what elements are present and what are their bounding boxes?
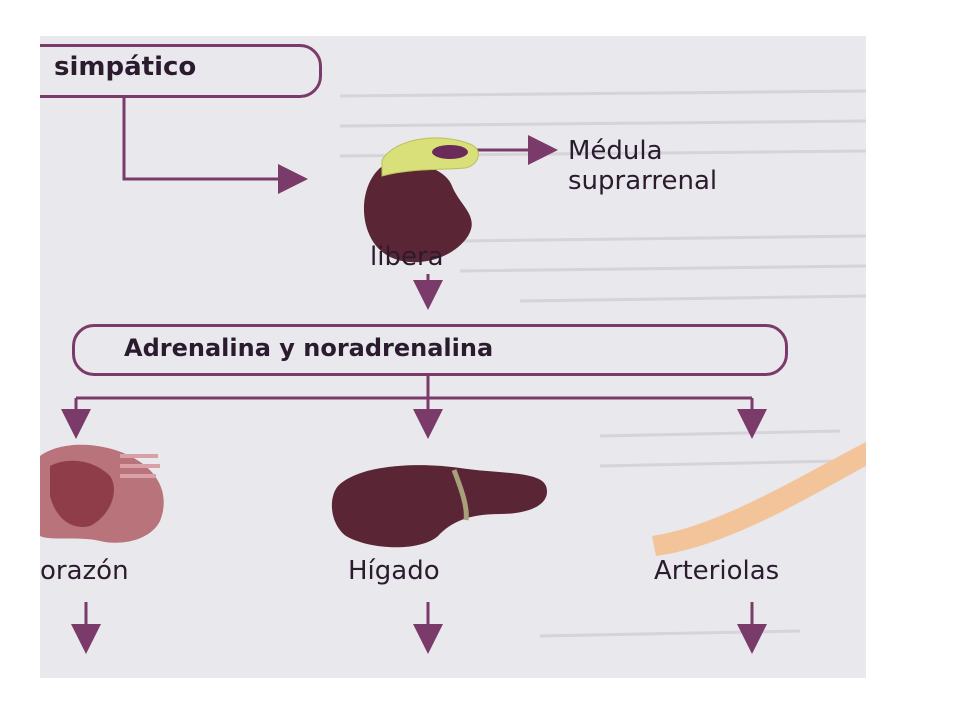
liver-label: Hígado	[348, 556, 440, 586]
medulla-label-line1: Médula	[568, 136, 663, 166]
scanned-diagram: simpático Médula suprarrenal libera Adre…	[40, 36, 866, 678]
hormones-box	[72, 324, 788, 376]
arrow-to-gland	[122, 96, 308, 194]
sympathetic-box	[40, 44, 322, 98]
heart-label: orazón	[40, 556, 129, 586]
liver-illustration	[331, 465, 547, 548]
heart-illustration	[40, 444, 164, 543]
diagram-connectors	[40, 96, 866, 654]
releases-label: libera	[370, 242, 444, 272]
sympathetic-label: simpático	[54, 52, 197, 82]
medulla-label-line2: suprarrenal	[568, 166, 718, 196]
arterioles-label: Arteriolas	[654, 556, 780, 586]
hormones-label: Adrenalina y noradrenalina	[124, 334, 494, 362]
arteriole-illustration	[652, 442, 866, 556]
adrenal-gland-illustration	[363, 137, 479, 263]
